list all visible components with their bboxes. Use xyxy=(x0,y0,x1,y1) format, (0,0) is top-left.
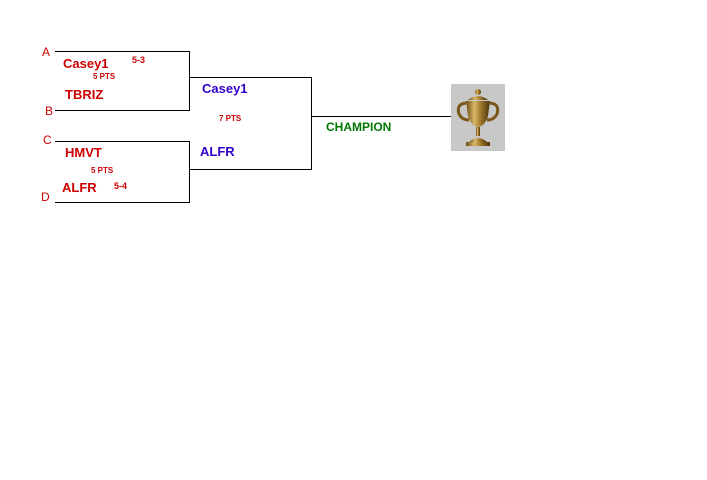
seed-d-label: D xyxy=(41,190,50,204)
trophy-icon xyxy=(451,84,505,151)
seed-c-label: C xyxy=(43,133,52,147)
team-a-name: Casey1 xyxy=(63,56,109,71)
trophy-icon-graphic xyxy=(456,89,500,146)
bracket-line-champion xyxy=(312,116,451,117)
seed-a-label: A xyxy=(42,45,51,59)
match-cd-score: 5-4 xyxy=(114,181,128,191)
bracket-line-b xyxy=(55,110,190,111)
bracket-line-a xyxy=(55,51,190,52)
match-ab-score: 5-3 xyxy=(132,55,146,65)
final-points: 7 PTS xyxy=(219,114,242,123)
team-b-name: TBRIZ xyxy=(65,87,104,102)
bracket-connector-final xyxy=(311,77,312,170)
semifinal-bottom-team: ALFR xyxy=(200,144,235,159)
bracket-line-semifinal-bottom xyxy=(190,169,312,170)
match-cd-points: 5 PTS xyxy=(91,166,114,175)
champion-label: CHAMPION xyxy=(326,120,392,134)
bracket-line-d xyxy=(55,202,190,203)
seed-b-label: B xyxy=(45,104,54,118)
bracket-connector-ab xyxy=(189,51,190,111)
team-d-name: ALFR xyxy=(62,180,97,195)
bracket-line-semifinal-top xyxy=(190,77,312,78)
team-c-name: HMVT xyxy=(65,145,102,160)
match-ab-points: 5 PTS xyxy=(93,72,116,81)
bracket-line-c xyxy=(55,141,190,142)
semifinal-top-team: Casey1 xyxy=(202,81,248,96)
bracket-connector-cd xyxy=(189,141,190,203)
